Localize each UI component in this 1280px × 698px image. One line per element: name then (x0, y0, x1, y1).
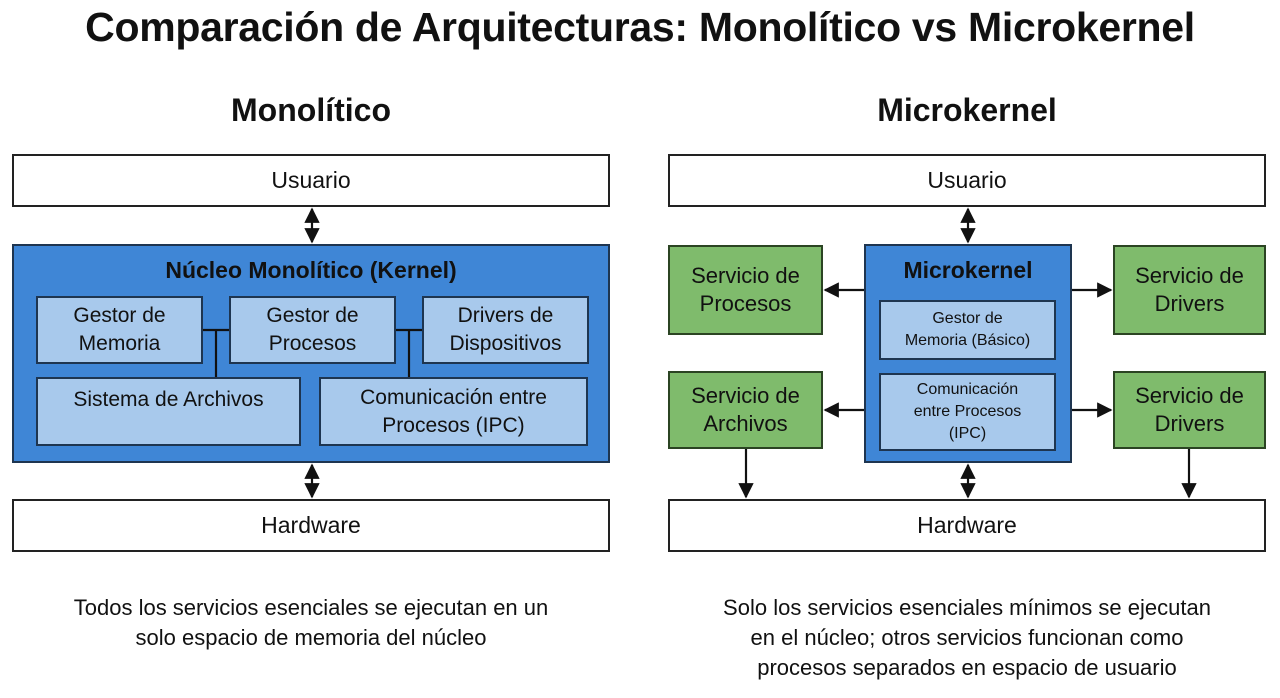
service-drivers-top-box: Servicio de Drivers (1113, 245, 1266, 335)
monolithic-heading: Monolítico (231, 92, 391, 128)
microkernel-ipc: Comunicación entre Procesos (IPC) (879, 373, 1056, 451)
monolithic-file-system: Sistema de Archivos (36, 377, 301, 446)
microkernel-label: Microkernel (903, 257, 1033, 283)
monolithic-user-label: Usuario (271, 167, 351, 193)
microkernel-caption: Solo los servicios esenciales mínimos se… (723, 595, 1211, 680)
monolithic-device-drivers: Drivers de Dispositivos (422, 296, 589, 364)
service-drivers-bottom-box: Servicio de Drivers (1113, 371, 1266, 449)
microkernel-user-box: Usuario (668, 154, 1266, 207)
microkernel-hardware-label: Hardware (917, 512, 1017, 538)
service-processes-box: Servicio de Procesos (668, 245, 823, 335)
microkernel-hardware-box: Hardware (668, 499, 1266, 552)
monolithic-kernel-label: Núcleo Monolítico (Kernel) (165, 257, 457, 283)
monolithic-hardware-box: Hardware (12, 499, 610, 552)
monolithic-memory-manager: Gestor de Memoria (36, 296, 203, 364)
microkernel-user-label: Usuario (927, 167, 1007, 193)
service-files-box: Servicio de Archivos (668, 371, 823, 449)
microkernel-memory-manager: Gestor de Memoria (Básico) (879, 300, 1056, 360)
monolithic-user-box: Usuario (12, 154, 610, 207)
monolithic-ipc: Comunicación entre Procesos (IPC) (319, 377, 588, 446)
page-title: Comparación de Arquitecturas: Monolítico… (85, 4, 1195, 50)
monolithic-hardware-label: Hardware (261, 512, 361, 538)
monolithic-caption: Todos los servicios esenciales se ejecut… (73, 595, 549, 650)
microkernel-heading: Microkernel (877, 92, 1057, 128)
monolithic-process-manager: Gestor de Procesos (229, 296, 396, 364)
